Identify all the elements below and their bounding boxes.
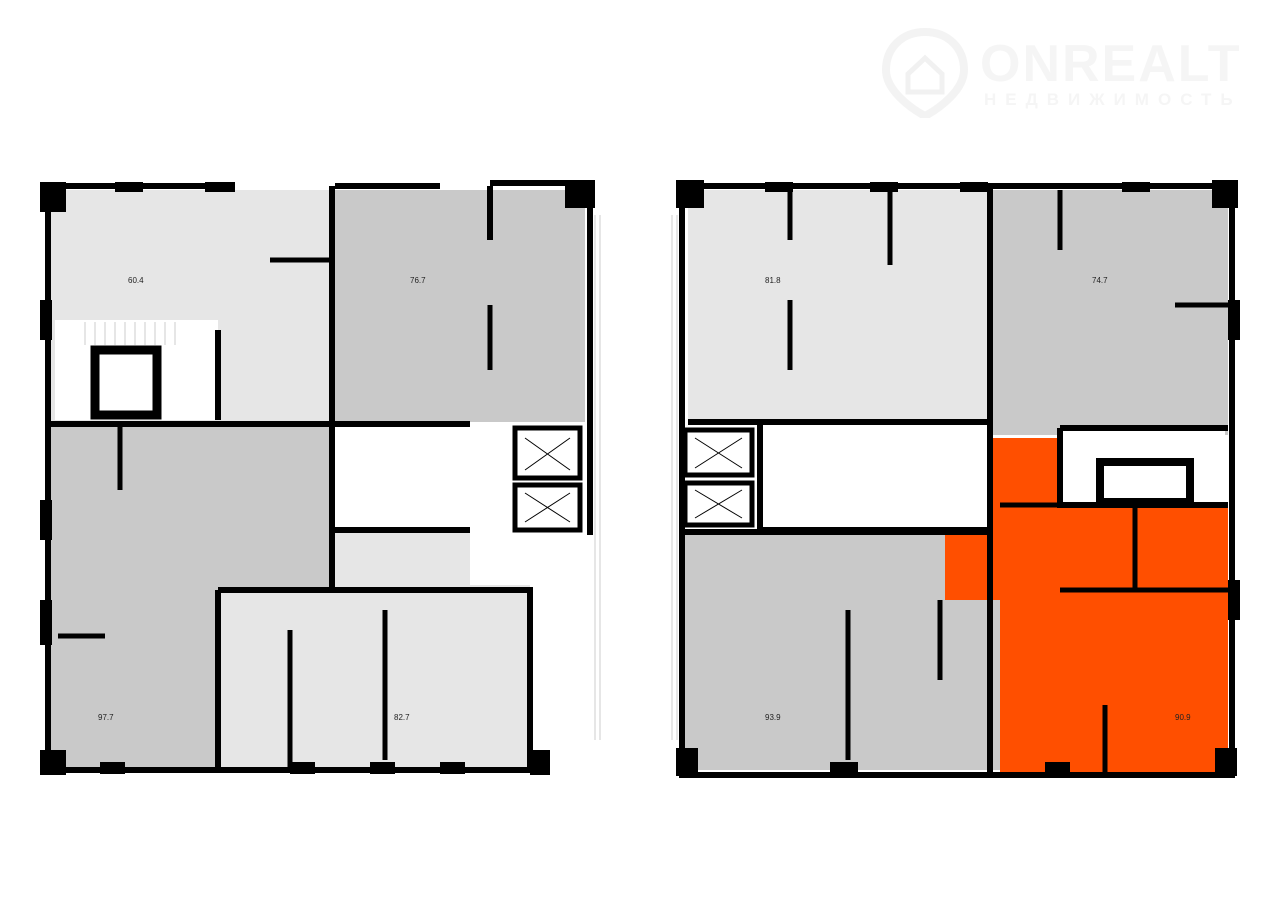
elevator-1 — [512, 425, 583, 481]
unit-label: 90.9 — [1175, 713, 1191, 722]
watermark-brand: ONREALT — [980, 35, 1242, 93]
unit-label: 82.7 — [394, 713, 410, 722]
unit-label: 60.4 — [128, 276, 144, 285]
corridor-left — [332, 428, 515, 528]
stairs — [84, 322, 176, 345]
unit-label: 97.7 — [98, 713, 114, 722]
elevator-shaft — [90, 345, 162, 420]
unit-81-8[interactable] — [688, 190, 990, 422]
right-building — [676, 180, 1240, 778]
watermark-subtitle: НЕДВИЖИМОСТЬ — [984, 90, 1242, 109]
unit-label: 76.7 — [410, 276, 426, 285]
unit-97-7[interactable] — [48, 425, 330, 770]
unit-76-7[interactable] — [332, 190, 585, 422]
unit-label: 74.7 — [1092, 276, 1108, 285]
corridor-right — [760, 425, 990, 530]
unit-label: 93.9 — [765, 713, 781, 722]
unit-label: 81.8 — [765, 276, 781, 285]
watermark-logo: ONREALT НЕДВИЖИМОСТЬ — [880, 28, 1250, 118]
house-pin-icon — [881, 28, 969, 118]
unit-90-9[interactable] — [945, 438, 1228, 775]
left-building — [40, 180, 595, 775]
central-gallery — [594, 215, 678, 740]
unit-74-7[interactable] — [990, 190, 1228, 435]
